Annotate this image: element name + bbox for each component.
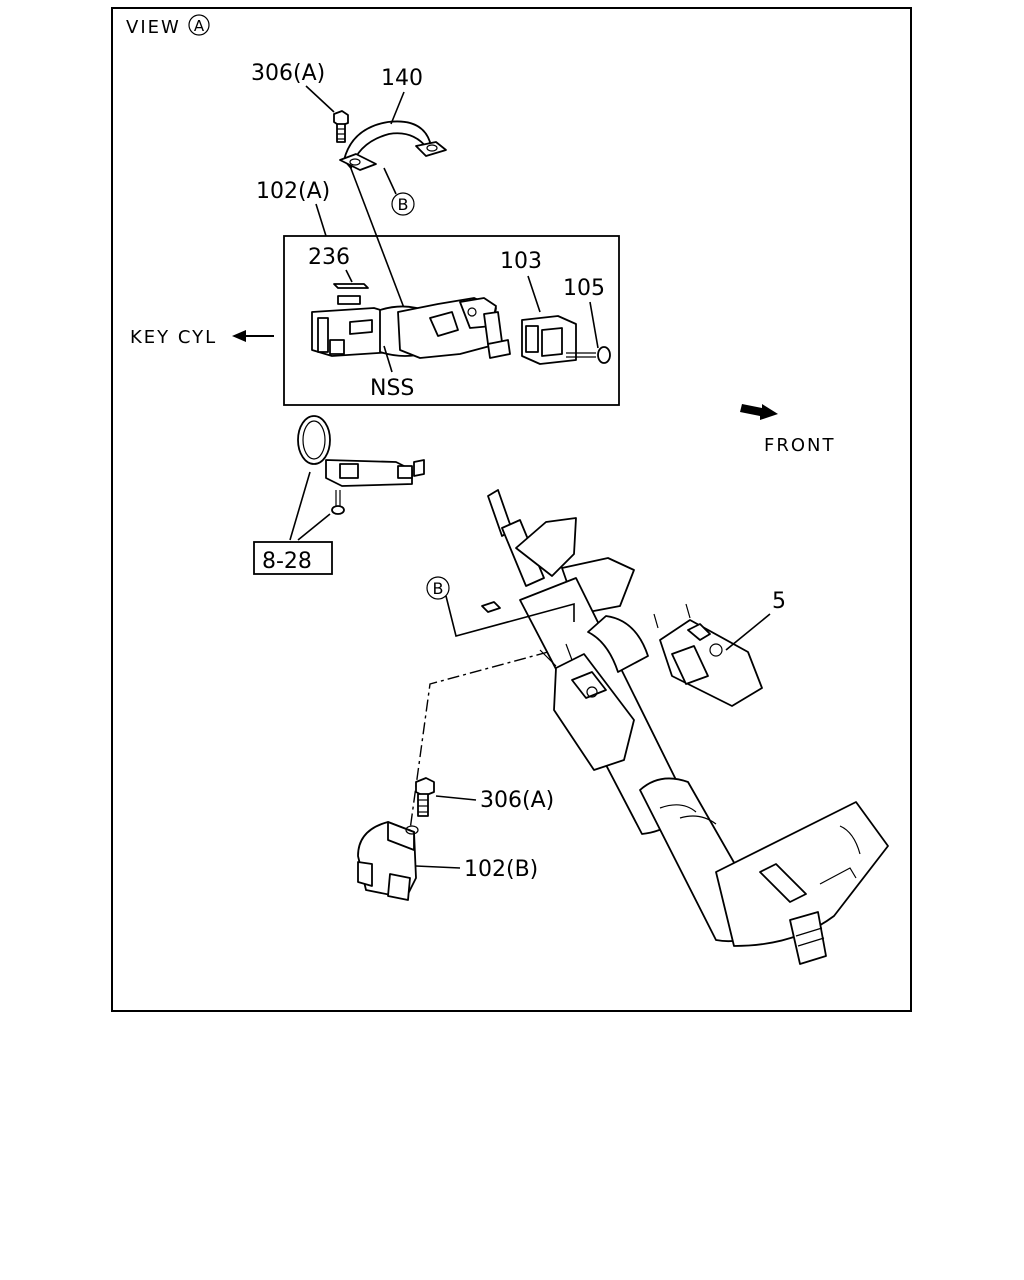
callout-5: 5	[772, 589, 786, 614]
marker-b-mid: B	[433, 579, 444, 598]
key-cyl-arrow-icon	[232, 330, 274, 342]
diagram-frame	[111, 7, 912, 1012]
view-marker-circle	[188, 14, 210, 36]
view-marker-letter: A	[194, 17, 205, 35]
callout-236: 236	[308, 245, 350, 270]
wire-harness-ring	[297, 415, 425, 487]
screw-8-28	[331, 490, 345, 515]
callout-8-28: 8-28	[262, 549, 312, 574]
front-arrow-icon	[740, 404, 778, 420]
key-cylinder-assembly-box	[283, 235, 620, 406]
clamp-140	[339, 120, 447, 171]
marker-b-top: B	[398, 195, 409, 214]
callout-306a-bottom: 306(A)	[480, 788, 554, 813]
alignment-line	[409, 651, 549, 831]
marker-b-mid-circle	[426, 576, 450, 600]
switch-103	[521, 315, 577, 365]
front-label: FRONT	[764, 435, 836, 456]
key-cylinder-body	[311, 297, 511, 359]
view-header: VIEW A	[126, 14, 210, 38]
marker-b-top-circle	[391, 192, 415, 216]
bolt-306a-bottom	[415, 777, 435, 817]
callout-105: 105	[563, 276, 605, 301]
callout-nss: NSS	[370, 376, 414, 401]
key-cyl-label: KEY CYL	[130, 327, 217, 348]
cover-102b	[357, 821, 419, 901]
view-label: VIEW	[126, 17, 181, 38]
screw-105	[566, 346, 611, 364]
steering-column-5	[487, 489, 889, 965]
callout-102b: 102(B)	[464, 857, 538, 882]
callout-140: 140	[381, 66, 423, 91]
callout-103: 103	[500, 249, 542, 274]
callout-102a: 102(A)	[256, 179, 330, 204]
part-236	[333, 283, 369, 305]
bolt-306a-top	[333, 110, 349, 143]
callout-306a-top: 306(A)	[251, 61, 325, 86]
callout-8-28-box	[253, 541, 333, 575]
